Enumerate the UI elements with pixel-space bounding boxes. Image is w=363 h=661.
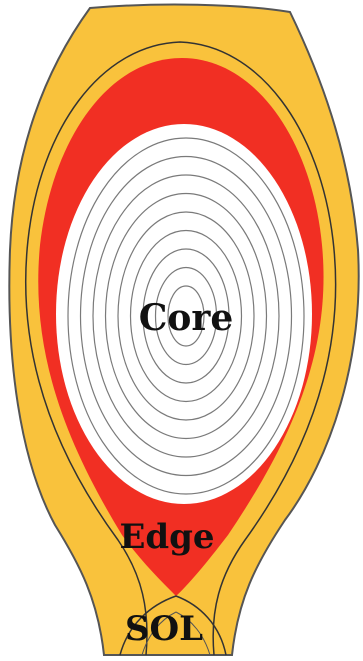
sol-label: SOL bbox=[125, 609, 203, 649]
core-label: Core bbox=[139, 297, 234, 339]
edge-label: Edge bbox=[119, 517, 214, 557]
